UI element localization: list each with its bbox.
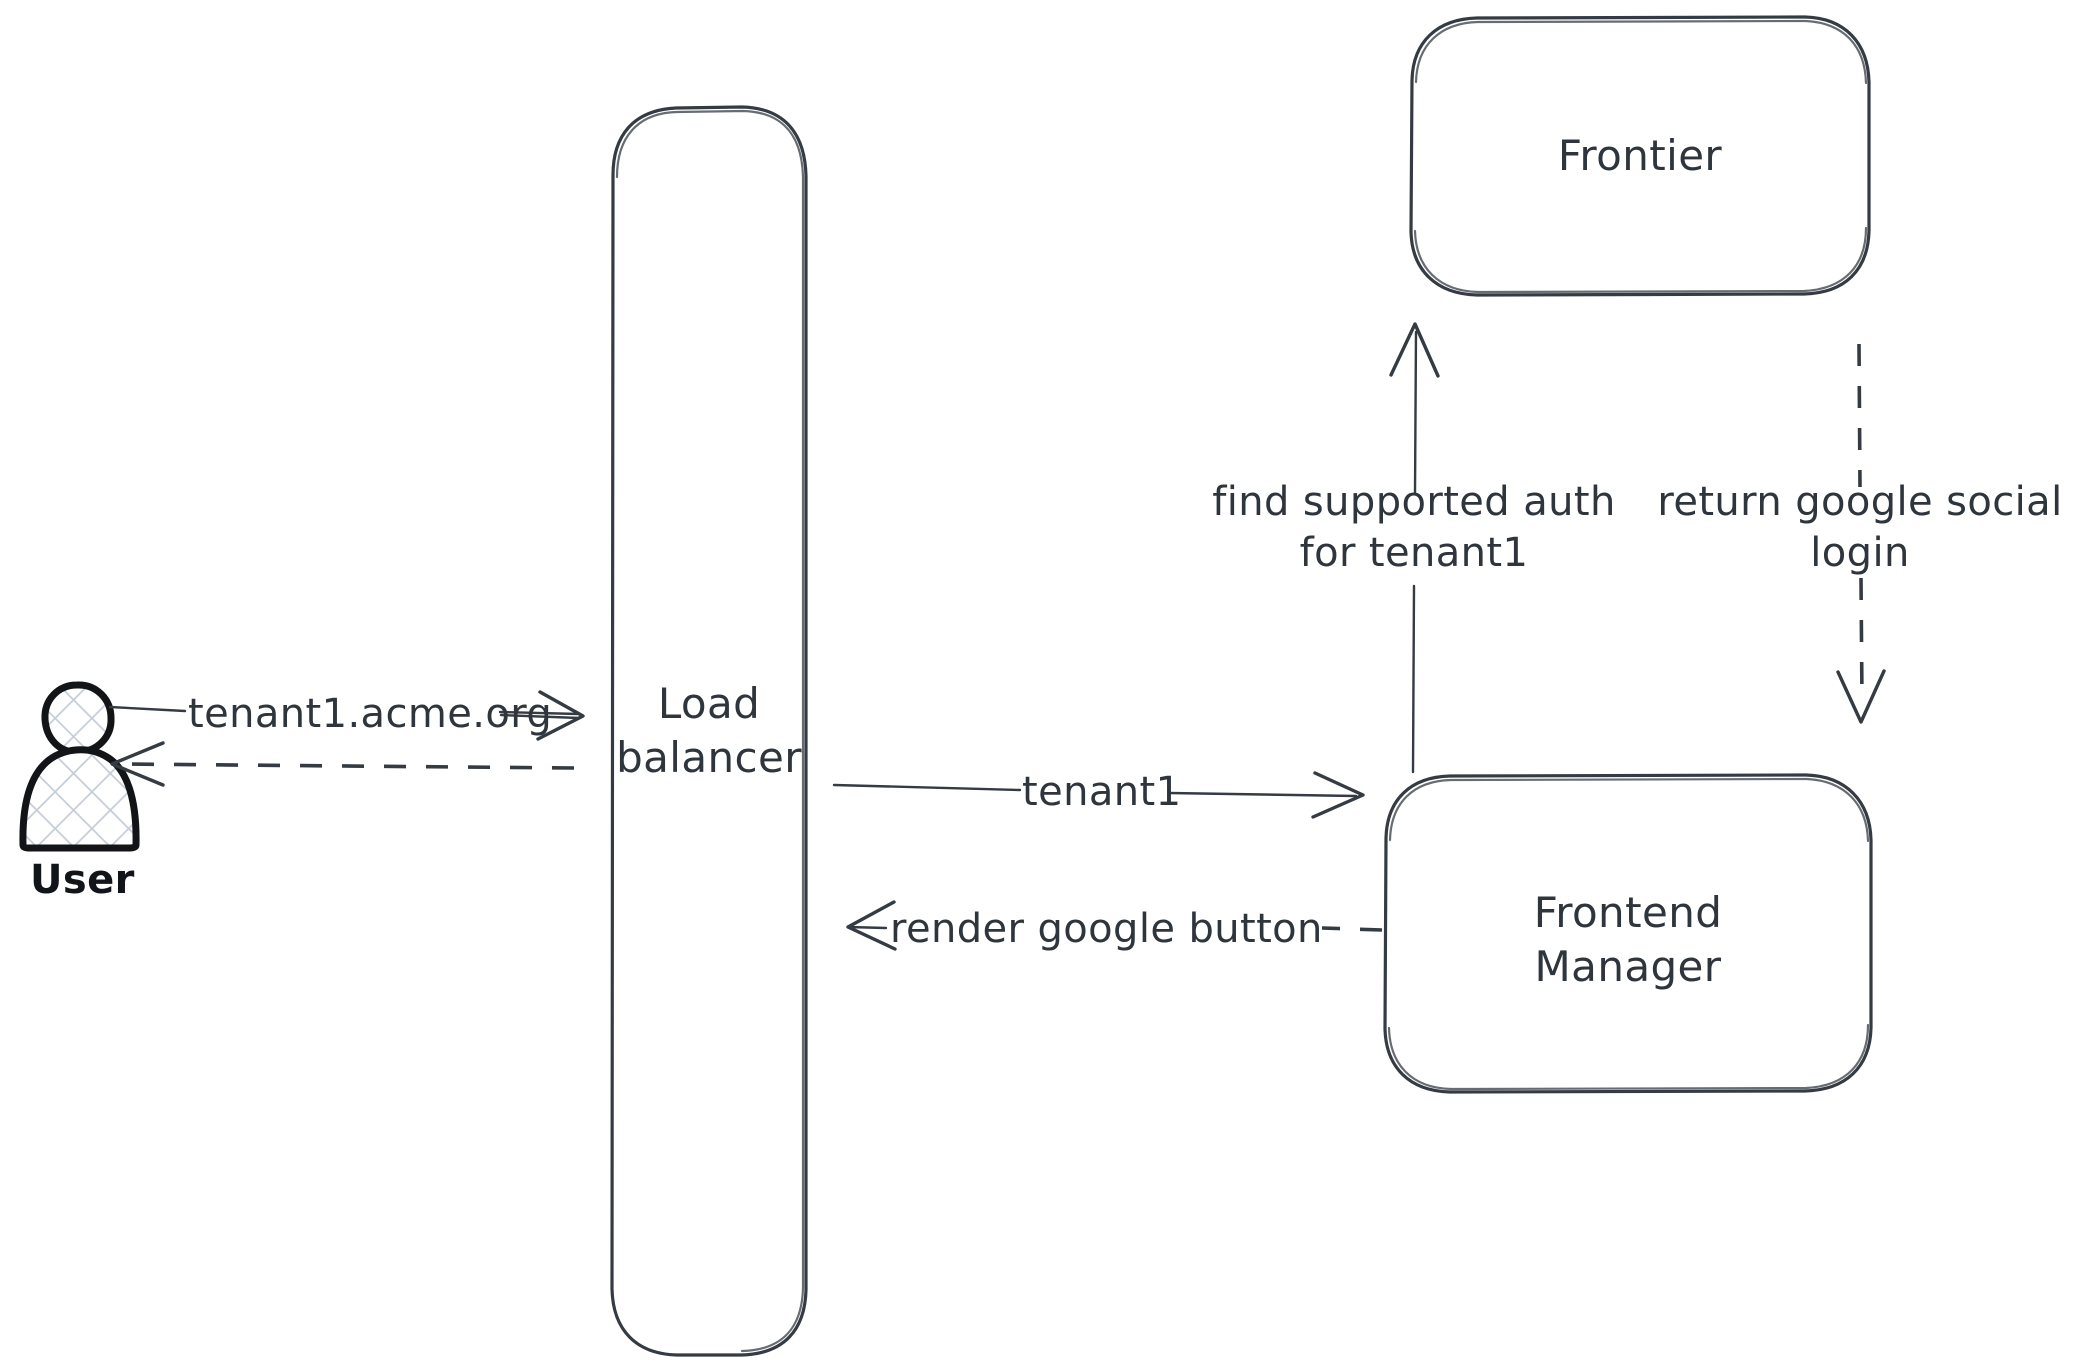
node-load-balancer[interactable]: Load balancer <box>610 105 808 1357</box>
edge-fm-to-frontier-label-line2: for tenant1 <box>1300 530 1529 576</box>
node-load-balancer-label-line2: balancer <box>616 733 802 782</box>
edge-lb-to-fm[interactable]: tenant1 <box>832 769 1365 819</box>
node-frontend-manager-label-line2: Manager <box>1535 942 1722 991</box>
edge-fm-to-frontier[interactable]: find supported auth for tenant1 <box>1212 322 1615 774</box>
edge-lb-to-user[interactable] <box>110 741 575 787</box>
edge-user-to-lb[interactable]: tenant1.acme.org <box>108 690 585 741</box>
edge-frontier-to-fm-label-line1: return google social <box>1657 479 2062 525</box>
actor-user[interactable]: User <box>19 681 140 903</box>
edge-user-to-lb-label: tenant1.acme.org <box>188 691 552 737</box>
edge-fm-to-frontier-label-line1: find supported auth <box>1212 479 1615 525</box>
edge-fm-to-lb-label: render google button <box>890 906 1323 952</box>
node-frontend-manager-label-line1: Frontend <box>1534 888 1723 937</box>
node-frontend-manager[interactable]: Frontend Manager <box>1383 773 1873 1094</box>
edge-fm-to-lb[interactable]: render google button <box>846 900 1383 952</box>
edge-lb-to-fm-label: tenant1 <box>1022 769 1181 815</box>
node-load-balancer-label-line1: Load <box>658 679 760 728</box>
node-frontier[interactable]: Frontier <box>1409 15 1871 297</box>
actor-user-label: User <box>30 857 135 903</box>
edge-frontier-to-fm-label-line2: login <box>1810 530 1909 576</box>
node-frontier-label: Frontier <box>1558 131 1723 180</box>
edge-frontier-to-fm[interactable]: return google social login <box>1657 343 2062 724</box>
person-actor-icon <box>19 681 140 852</box>
